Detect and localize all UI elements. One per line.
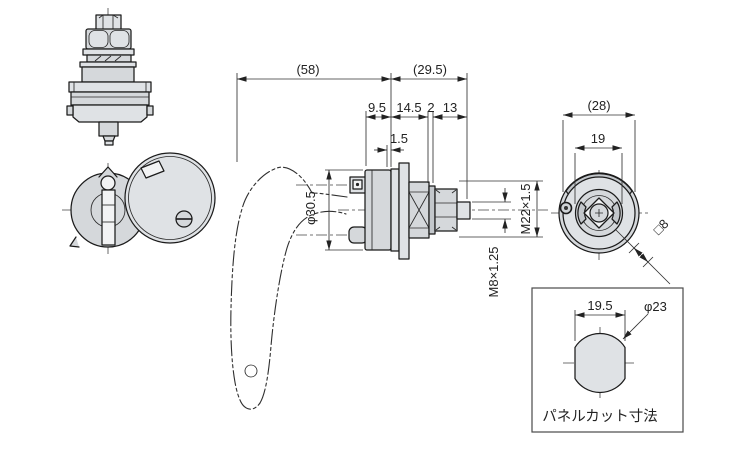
flange-disc [68,81,152,93]
dim-rear-thread: M8×1.25 [472,188,511,297]
cylinder-top-point [98,166,118,178]
spring-washer [86,54,132,63]
snap-tab-left [66,105,74,116]
dim-total-rear-label: (29.5) [413,62,447,77]
rotor-wedge-right [611,201,621,225]
dim-outer-width: (28) [562,98,636,192]
dim-chain-3-label: 2 [427,100,434,115]
stem [98,121,119,137]
panel-cut-caption: パネルカット寸法 [542,408,658,425]
thread-section-cross [408,191,430,229]
cylinder-lug [69,236,80,248]
handle-outline [230,166,348,410]
dim-chain-1-label: 9.5 [368,100,386,115]
side-view: (58) (29.5) 9.5 14.5 2 13 1. [230,62,548,410]
dim-panel-width: 19.5 [574,298,626,341]
neck-body [81,66,135,83]
cover-disk [124,152,216,244]
dim-boss-diameter-label: 19 [591,131,605,146]
stem-nub [104,140,114,146]
dim-mount-thread-label: M22×1.5 [518,184,533,235]
front-view: (28) 19 □8 [551,98,671,285]
keyhole-pin [100,175,116,191]
dim-flange-thickness-label: 1.5 [390,131,408,146]
mounting-nut [434,188,458,232]
lock-washer [428,185,436,235]
dim-chain-2-label: 14.5 [396,100,421,115]
neck-lip [79,61,137,68]
rear-thread-stub [456,201,471,220]
dim-square-hole-label: □8 [650,216,671,237]
trim-plate [390,168,400,252]
body-cup [72,104,148,123]
dim-total-front-label: (58) [296,62,319,77]
body-ring [70,91,150,106]
rear-unit-view [66,8,154,147]
dim-hub-diameter-label: φ30.5 [303,191,318,225]
cam-stop-pin [355,182,360,187]
center-mark [595,209,603,217]
rotor-wedge-left [577,201,587,225]
latch-tab [348,226,368,244]
dim-panel-diameter-label: φ23 [644,299,667,314]
set-screw-dot [564,206,568,210]
dim-chain: 9.5 14.5 2 13 [365,100,467,183]
cover-slot [140,160,165,179]
dim-hub-diameter: φ30.5 [303,169,363,251]
mount-flange [398,162,410,260]
snap-tab-right [146,105,154,116]
dim-boss-diameter: 19 [574,131,623,204]
dim-flange-thickness: 1.5 [374,131,408,167]
dim-panel-diameter: φ23 [622,299,667,340]
dim-panel-width-label: 19.5 [587,298,612,313]
dim-rear-thread-label: M8×1.25 [486,247,501,298]
handle-hole [244,364,258,378]
key-blade [101,189,116,246]
cover-disk-inner-ring [128,156,212,240]
washer [82,48,135,56]
dim-chain-4-label: 13 [443,100,457,115]
panel-cut-box: 19.5 φ23 パネルカット寸法 [531,287,684,433]
panel-cut-shape [574,332,626,394]
dim-outer-width-label: (28) [587,98,610,113]
dim-total-rear: (29.5) [391,62,468,199]
dim-mount-thread: M22×1.5 [459,180,543,238]
stem-tip [102,135,116,142]
key-cylinder-view [62,152,216,257]
handle-hub [364,169,392,251]
